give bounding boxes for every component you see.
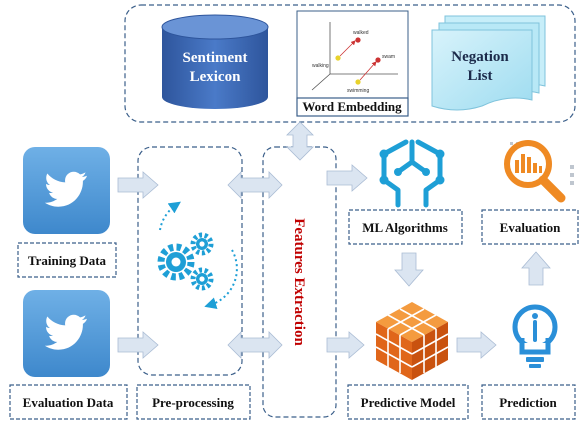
training-data-label: Training Data — [28, 253, 107, 268]
label-swam: swam — [382, 54, 395, 60]
arrow-ml-to-model — [394, 252, 424, 287]
training-data-tile — [23, 147, 110, 234]
word-embedding-label-box — [296, 97, 409, 117]
cube-grid-icon — [375, 302, 449, 380]
training-data-label-box — [17, 242, 117, 278]
arrow-preprocessing-features-bottom — [227, 331, 283, 359]
negation-list-line1: Negation — [451, 49, 509, 65]
arrow-features-word-embedding — [286, 121, 314, 161]
sentiment-lexicon-line1: Sentiment — [183, 50, 248, 66]
arrow-preprocessing-features-top — [227, 171, 283, 199]
word-embedding-plot: walked walking swam swimming — [296, 10, 409, 99]
gears-icon — [157, 201, 238, 309]
point-swam — [375, 57, 381, 63]
prediction-label-box — [481, 384, 576, 420]
point-swimming — [355, 79, 361, 85]
twitter-bird-icon — [44, 314, 87, 350]
ml-algorithms-label-box — [348, 209, 463, 245]
arrow-training-to-preprocessing — [117, 171, 159, 199]
prediction-label: Prediction — [499, 395, 557, 410]
sentiment-lexicon-line2: Lexicon — [190, 69, 241, 85]
brain-circuit-icon — [379, 139, 445, 208]
resources-panel — [124, 4, 576, 123]
negation-list-line2: List — [467, 68, 492, 84]
evaluation-data-label-box — [9, 384, 128, 420]
predictive-model-label: Predictive Model — [361, 395, 456, 410]
evaluation-data-label: Evaluation Data — [23, 395, 114, 410]
arrow-model-to-prediction — [456, 331, 497, 359]
preprocessing-label: Pre-processing — [152, 395, 234, 410]
twitter-bird-icon — [44, 171, 87, 207]
arrow-evaluation-to-preprocessing — [117, 331, 159, 359]
arrow-features-to-model — [326, 331, 365, 359]
label-swimming: swimming — [347, 88, 369, 94]
word-embedding-label: Word Embedding — [302, 99, 402, 114]
arrow-prediction-to-evaluation — [521, 251, 551, 286]
magnifier-chart-icon — [504, 140, 574, 203]
evaluation-label: Evaluation — [500, 220, 561, 235]
evaluation-data-tile — [23, 290, 110, 377]
arrow-features-to-ml — [326, 164, 368, 192]
preprocessing-label-box — [136, 384, 251, 420]
features-extraction-label: Features Extraction — [291, 218, 307, 346]
predictive-model-label-box — [347, 384, 469, 420]
sentiment-lexicon-database: Sentiment Lexicon — [161, 14, 269, 109]
flow-arrows — [117, 121, 551, 359]
label-walking: walking — [312, 63, 329, 69]
lightbulb-icon — [512, 304, 558, 368]
ml-algorithms-label: ML Algorithms — [362, 220, 448, 235]
evaluation-label-box — [481, 209, 579, 245]
point-walking — [335, 55, 341, 61]
label-walked: walked — [353, 30, 369, 36]
negation-list-documents: Negation List — [431, 15, 546, 111]
point-walked — [355, 37, 361, 43]
